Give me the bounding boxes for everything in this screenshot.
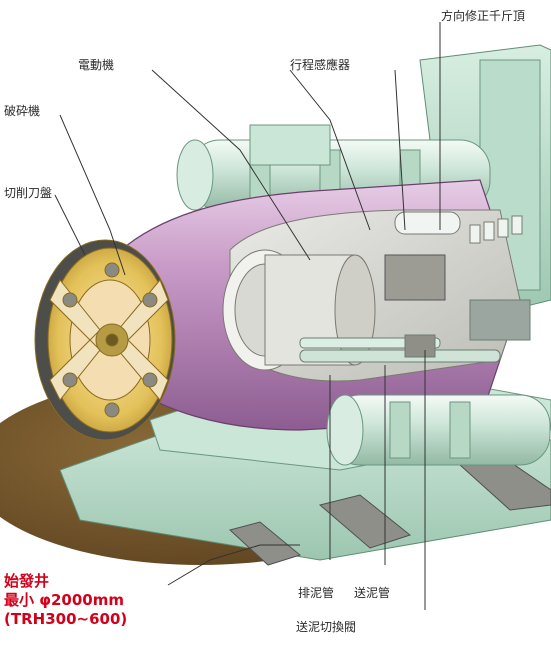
caption-line-1: 始發井 (4, 572, 50, 590)
rails (228, 454, 551, 566)
discharge-pipe-label: 排泥管 (298, 586, 335, 600)
switch-valve-label: 送泥切換閥 (296, 620, 357, 634)
hydraulic-cylinders (469, 215, 523, 244)
control-box (384, 254, 446, 301)
cutter-head-label: 切削刀盤 (4, 186, 53, 200)
lower-jack (326, 394, 551, 466)
stroke-sensor-label: 行程感應器 (290, 58, 351, 72)
shaft-caption: 始發井 最小 φ2000mm (TRH300~600) (4, 572, 127, 629)
stroke-sensor-body (394, 211, 461, 235)
direction-jack-label: 方向修正千斤頂 (441, 9, 526, 23)
motor-label: 電動機 (78, 58, 115, 72)
caption-line-3: (TRH300~600) (4, 610, 128, 628)
caption-line-2: 最小 φ2000mm (4, 591, 124, 609)
valve-block (404, 334, 436, 358)
feed-pipe-label: 送泥管 (354, 586, 391, 600)
leader-lines (54, 22, 441, 610)
cutter-head (34, 239, 176, 441)
jack-mount (249, 124, 331, 166)
crusher-label: 破砕機 (4, 104, 41, 118)
pipes (299, 299, 531, 363)
